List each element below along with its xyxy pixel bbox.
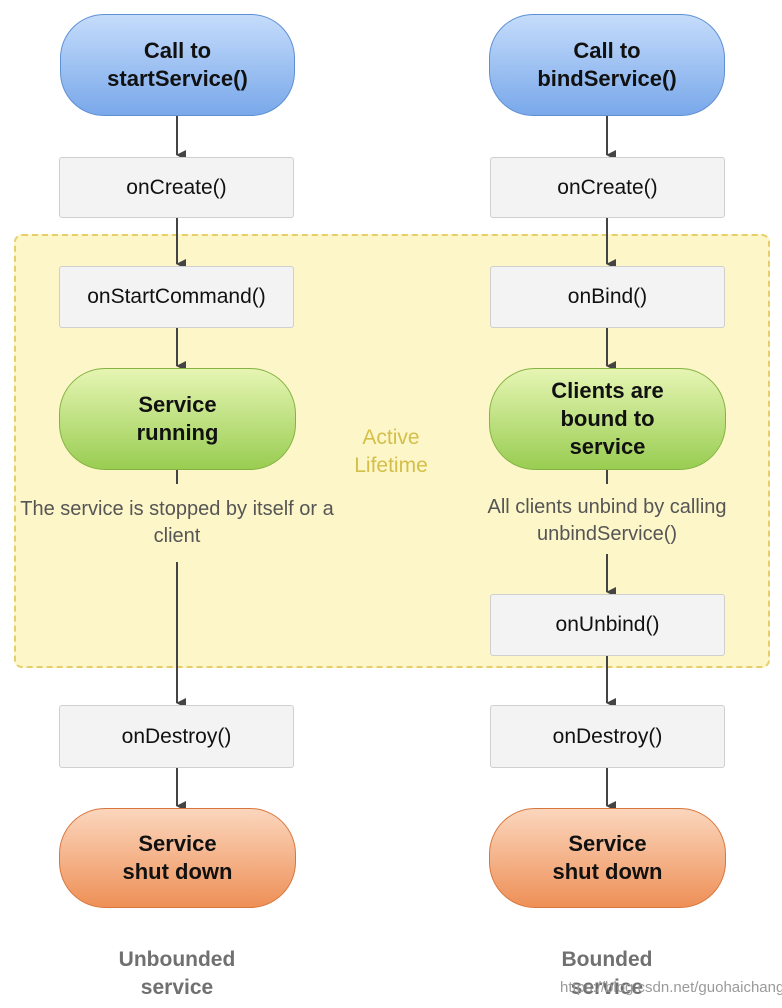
oncreate-step-left: onCreate() <box>59 157 294 218</box>
bind-service-call-line1: Call to <box>573 38 641 63</box>
bind-service-call-line2: bindService() <box>537 66 677 91</box>
source-watermark: https://blog.csdn.net/guohaichang <box>560 979 782 996</box>
onbind-step-label: onBind() <box>567 285 648 308</box>
clients-bound-state: Clients are bound to service <box>489 368 726 470</box>
oncreate-step-right: onCreate() <box>490 157 725 218</box>
bounded-service-caption: Bounded service <box>490 946 724 1002</box>
service-shutdown-left-line1: Service <box>138 831 217 856</box>
active-lifetime-label-line1: Active <box>362 426 420 449</box>
service-running-line1: Service <box>138 392 217 417</box>
start-service-call: Call to startService() <box>60 14 295 116</box>
service-shutdown-left-line2: shut down <box>122 859 233 884</box>
onbind-step: onBind() <box>490 266 725 328</box>
service-stopped-note-line1: The service is stopped <box>20 498 221 520</box>
service-shutdown-right-line2: shut down <box>552 859 663 884</box>
ondestroy-step-left: onDestroy() <box>59 705 294 768</box>
active-lifetime-label-line2: Lifetime <box>354 454 428 477</box>
service-running-line2: running <box>136 420 219 445</box>
start-service-call-line2: startService() <box>107 66 248 91</box>
clients-unbind-note-line2: unbindService() <box>536 523 678 545</box>
clients-unbind-note-line1: All clients unbind by calling <box>487 496 727 518</box>
active-lifetime-label: Active Lifetime <box>330 424 452 480</box>
clients-bound-line3: service <box>569 434 646 459</box>
oncreate-step-right-label: onCreate() <box>557 175 658 199</box>
service-shutdown-left: Service shut down <box>59 808 296 908</box>
unbounded-service-caption-line2: service <box>140 976 214 999</box>
onunbind-step-label: onUnbind() <box>555 613 660 636</box>
bounded-service-caption-line2: service <box>570 976 644 999</box>
service-running-state: Service running <box>59 368 296 470</box>
service-stopped-note: The service is stopped by itself or a cl… <box>20 496 334 550</box>
unbounded-service-caption-line1: Unbounded <box>118 948 236 971</box>
clients-bound-line1: Clients are <box>551 378 664 403</box>
bounded-service-caption-line1: Bounded <box>561 948 653 971</box>
start-service-call-line1: Call to <box>143 38 212 63</box>
service-stopped-note-line2: by itself or a client <box>153 498 334 547</box>
clients-unbind-note: All clients unbind by calling unbindServ… <box>446 494 768 548</box>
bind-service-call: Call to bindService() <box>489 14 725 116</box>
service-shutdown-right: Service shut down <box>489 808 726 908</box>
onunbind-step: onUnbind() <box>490 594 725 656</box>
service-shutdown-right-line1: Service <box>568 831 647 856</box>
oncreate-step-left-label: onCreate() <box>126 175 227 199</box>
clients-bound-line2: bound to <box>560 406 655 431</box>
unbounded-service-caption: Unbounded service <box>60 946 294 1002</box>
onstartcommand-step: onStartCommand() <box>59 266 294 328</box>
ondestroy-step-left-label: onDestroy() <box>121 724 232 748</box>
onstartcommand-step-label: onStartCommand() <box>87 285 266 308</box>
ondestroy-step-right: onDestroy() <box>490 705 725 768</box>
ondestroy-step-right-label: onDestroy() <box>552 724 663 748</box>
